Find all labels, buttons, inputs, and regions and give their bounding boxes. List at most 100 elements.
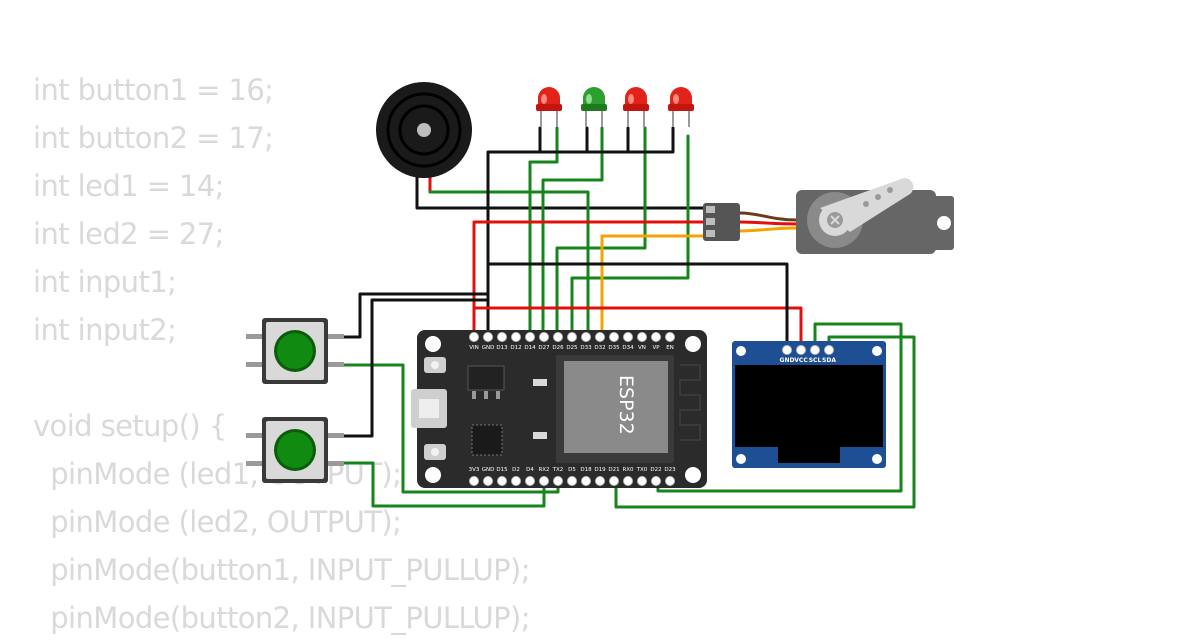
wire-oled-sda xyxy=(614,335,916,509)
pin-label: SDA xyxy=(822,357,836,364)
pin-header xyxy=(824,345,834,355)
pin-header xyxy=(651,332,661,342)
code-line: int input1; xyxy=(33,265,177,299)
led-icon[interactable] xyxy=(581,87,607,127)
code-line: int led1 = 14; xyxy=(33,169,224,203)
pin-header xyxy=(810,345,820,355)
pin-label: VP xyxy=(652,345,660,351)
pin-label: VCC xyxy=(794,357,808,364)
servo-icon[interactable] xyxy=(703,177,954,254)
pin-header xyxy=(581,476,591,486)
wire-led3-gnd xyxy=(585,126,630,154)
pin-header xyxy=(665,476,675,486)
wire-led2-gnd xyxy=(538,126,589,154)
code-line: int button2 = 17; xyxy=(33,121,274,155)
pin-header xyxy=(483,332,493,342)
pin-header xyxy=(469,332,479,342)
wire-vin-to-oled-vcc xyxy=(472,306,803,349)
pin-header xyxy=(796,345,806,355)
wire-button1-gnd xyxy=(328,292,490,339)
wire-gnd-to-oled-gnd xyxy=(486,262,789,349)
wire-servo-signal xyxy=(600,234,708,339)
pin-label: D22 xyxy=(650,467,661,473)
code-line: void setup() { xyxy=(33,409,227,443)
code-line: pinMode(button2, INPUT_PULLUP); xyxy=(33,601,530,635)
wire-button2-to-d17 xyxy=(328,461,546,508)
pin-label: D21 xyxy=(608,467,619,473)
pin-label: VIN xyxy=(469,345,479,351)
wire-button2-gnd xyxy=(328,298,488,438)
pin-header xyxy=(469,476,479,486)
pin-header xyxy=(651,476,661,486)
pin-label: D5 xyxy=(568,467,576,473)
wire-led4-gnd xyxy=(626,126,675,154)
pin-header xyxy=(567,476,577,486)
pin-label: D26 xyxy=(552,345,564,351)
esp32-chip-label: ESP32 xyxy=(615,375,637,435)
pin-label: 3V3 xyxy=(469,467,480,473)
pin-header xyxy=(637,332,647,342)
pin-header xyxy=(511,332,521,342)
wire-led-gnd-bus xyxy=(486,126,542,339)
pin-header xyxy=(665,332,675,342)
pin-label: D14 xyxy=(524,345,536,351)
buzzer-icon[interactable] xyxy=(376,82,472,178)
code-line: int input2; xyxy=(33,313,177,347)
pushbutton-icon[interactable] xyxy=(246,318,344,384)
pin-header xyxy=(539,476,549,486)
code-line: pinMode(button1, INPUT_PULLUP); xyxy=(33,553,530,587)
pin-label: TX0 xyxy=(636,467,648,473)
wire-led1-to-d14 xyxy=(528,126,559,339)
pin-label: D35 xyxy=(608,345,620,351)
pin-label: D19 xyxy=(594,467,606,473)
pin-label: D32 xyxy=(594,345,605,351)
pin-label: RX0 xyxy=(622,467,634,473)
pin-label: D18 xyxy=(580,467,592,473)
pin-header xyxy=(511,476,521,486)
pin-label: VN xyxy=(638,345,646,351)
pin-header xyxy=(609,476,619,486)
pin-header xyxy=(581,332,591,342)
pin-header xyxy=(553,476,563,486)
code-line: pinMode (led2, OUTPUT); xyxy=(33,505,402,539)
pin-header xyxy=(525,332,535,342)
pin-label: RX2 xyxy=(538,467,549,473)
led-icon[interactable] xyxy=(668,87,694,127)
pin-label: D13 xyxy=(496,345,508,351)
pin-label: D2 xyxy=(512,467,520,473)
led-icon[interactable] xyxy=(536,87,562,127)
pin-label: D4 xyxy=(526,467,534,473)
code-background: int button1 = 16; int button2 = 17; int le… xyxy=(33,66,531,642)
pin-header xyxy=(539,332,549,342)
pin-header xyxy=(525,476,535,486)
pin-header xyxy=(483,476,493,486)
pushbutton-icon[interactable] xyxy=(246,417,344,483)
pin-header xyxy=(553,332,563,342)
pin-label: D12 xyxy=(510,345,521,351)
pin-header xyxy=(623,332,633,342)
pin-header xyxy=(497,332,507,342)
code-line: int button1 = 16; xyxy=(33,73,274,107)
pin-header xyxy=(595,476,605,486)
wire-oled-scl xyxy=(656,322,903,493)
pin-header xyxy=(623,476,633,486)
pin-label: D33 xyxy=(580,345,592,351)
pin-label: D34 xyxy=(622,345,634,351)
pin-header xyxy=(567,332,577,342)
pin-label: GND xyxy=(780,357,795,364)
pin-header xyxy=(637,476,647,486)
pin-header xyxy=(782,345,792,355)
pin-label: TX2 xyxy=(552,467,564,473)
wire-led2-to-d27 xyxy=(541,126,604,339)
pin-header xyxy=(497,476,507,486)
led-icon[interactable] xyxy=(623,87,649,127)
pin-label: D25 xyxy=(566,345,578,351)
pin-label: D27 xyxy=(538,345,550,351)
pin-label: GND xyxy=(482,467,495,473)
